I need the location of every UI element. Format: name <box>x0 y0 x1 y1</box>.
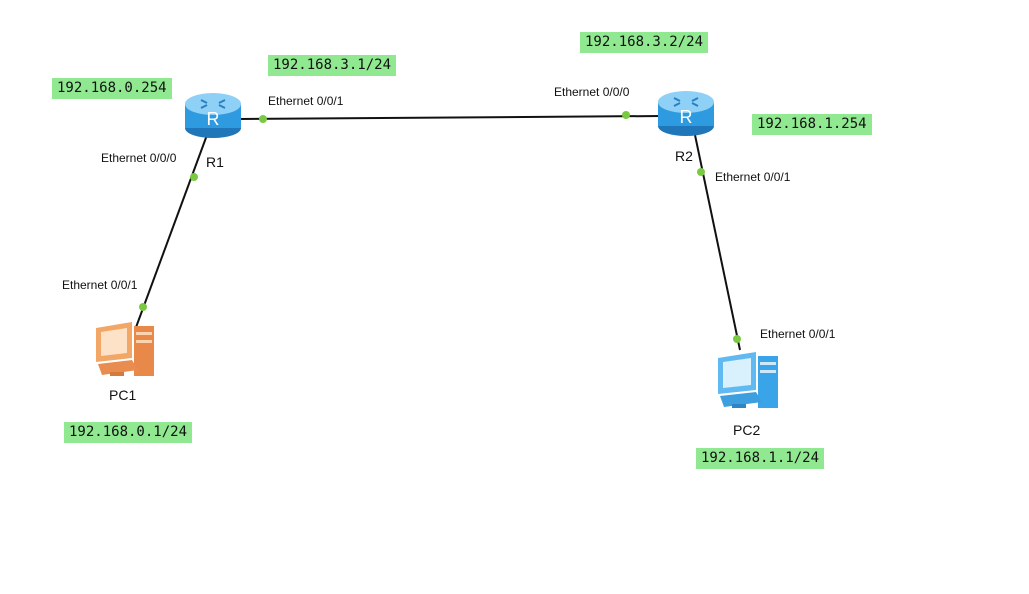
svg-text:R: R <box>207 109 220 129</box>
pc1-eth-label: Ethernet 0/0/1 <box>62 278 138 292</box>
pc2-ip-label: 192.168.1.1/24 <box>696 448 825 469</box>
pc2-eth-label: Ethernet 0/0/1 <box>760 327 836 341</box>
r1-lan-ip-label: 192.168.0.254 <box>52 78 172 99</box>
port-dot-pc2[interactable] <box>733 335 741 343</box>
port-dot-r2-g0[interactable] <box>622 111 630 119</box>
r2-g1-label: Ethernet 0/0/1 <box>715 170 791 184</box>
pc1-name: PC1 <box>109 387 137 403</box>
router-r2-icon[interactable]: R <box>656 88 716 138</box>
link-r1-r2[interactable] <box>237 115 663 120</box>
r1-g1-label: Ethernet 0/0/1 <box>268 94 344 108</box>
pc1-icon[interactable] <box>92 320 158 382</box>
r1-g0-label: Ethernet 0/0/0 <box>101 151 177 165</box>
port-dot-r2-g1[interactable] <box>697 168 705 176</box>
r2-wan-ip-label: 192.168.3.2/24 <box>580 32 709 53</box>
r1-wan-ip-label: 192.168.3.1/24 <box>268 55 397 76</box>
r2-name: R2 <box>675 148 693 164</box>
pc2-icon[interactable] <box>712 350 782 414</box>
link-r2-pc2[interactable] <box>694 134 741 351</box>
svg-text:R: R <box>680 107 693 127</box>
r1-name: R1 <box>206 154 224 170</box>
pc1-ip-label: 192.168.0.1/24 <box>64 422 193 443</box>
link-r1-pc1[interactable] <box>134 134 208 331</box>
r2-g0-label: Ethernet 0/0/0 <box>554 85 630 99</box>
port-dot-pc1[interactable] <box>139 303 147 311</box>
pc2-name: PC2 <box>733 422 761 438</box>
port-dot-r1-g1[interactable] <box>259 115 267 123</box>
r2-lan-ip-label: 192.168.1.254 <box>752 114 872 135</box>
port-dot-r1-g0[interactable] <box>190 173 198 181</box>
router-r1-icon[interactable]: R <box>183 90 243 140</box>
